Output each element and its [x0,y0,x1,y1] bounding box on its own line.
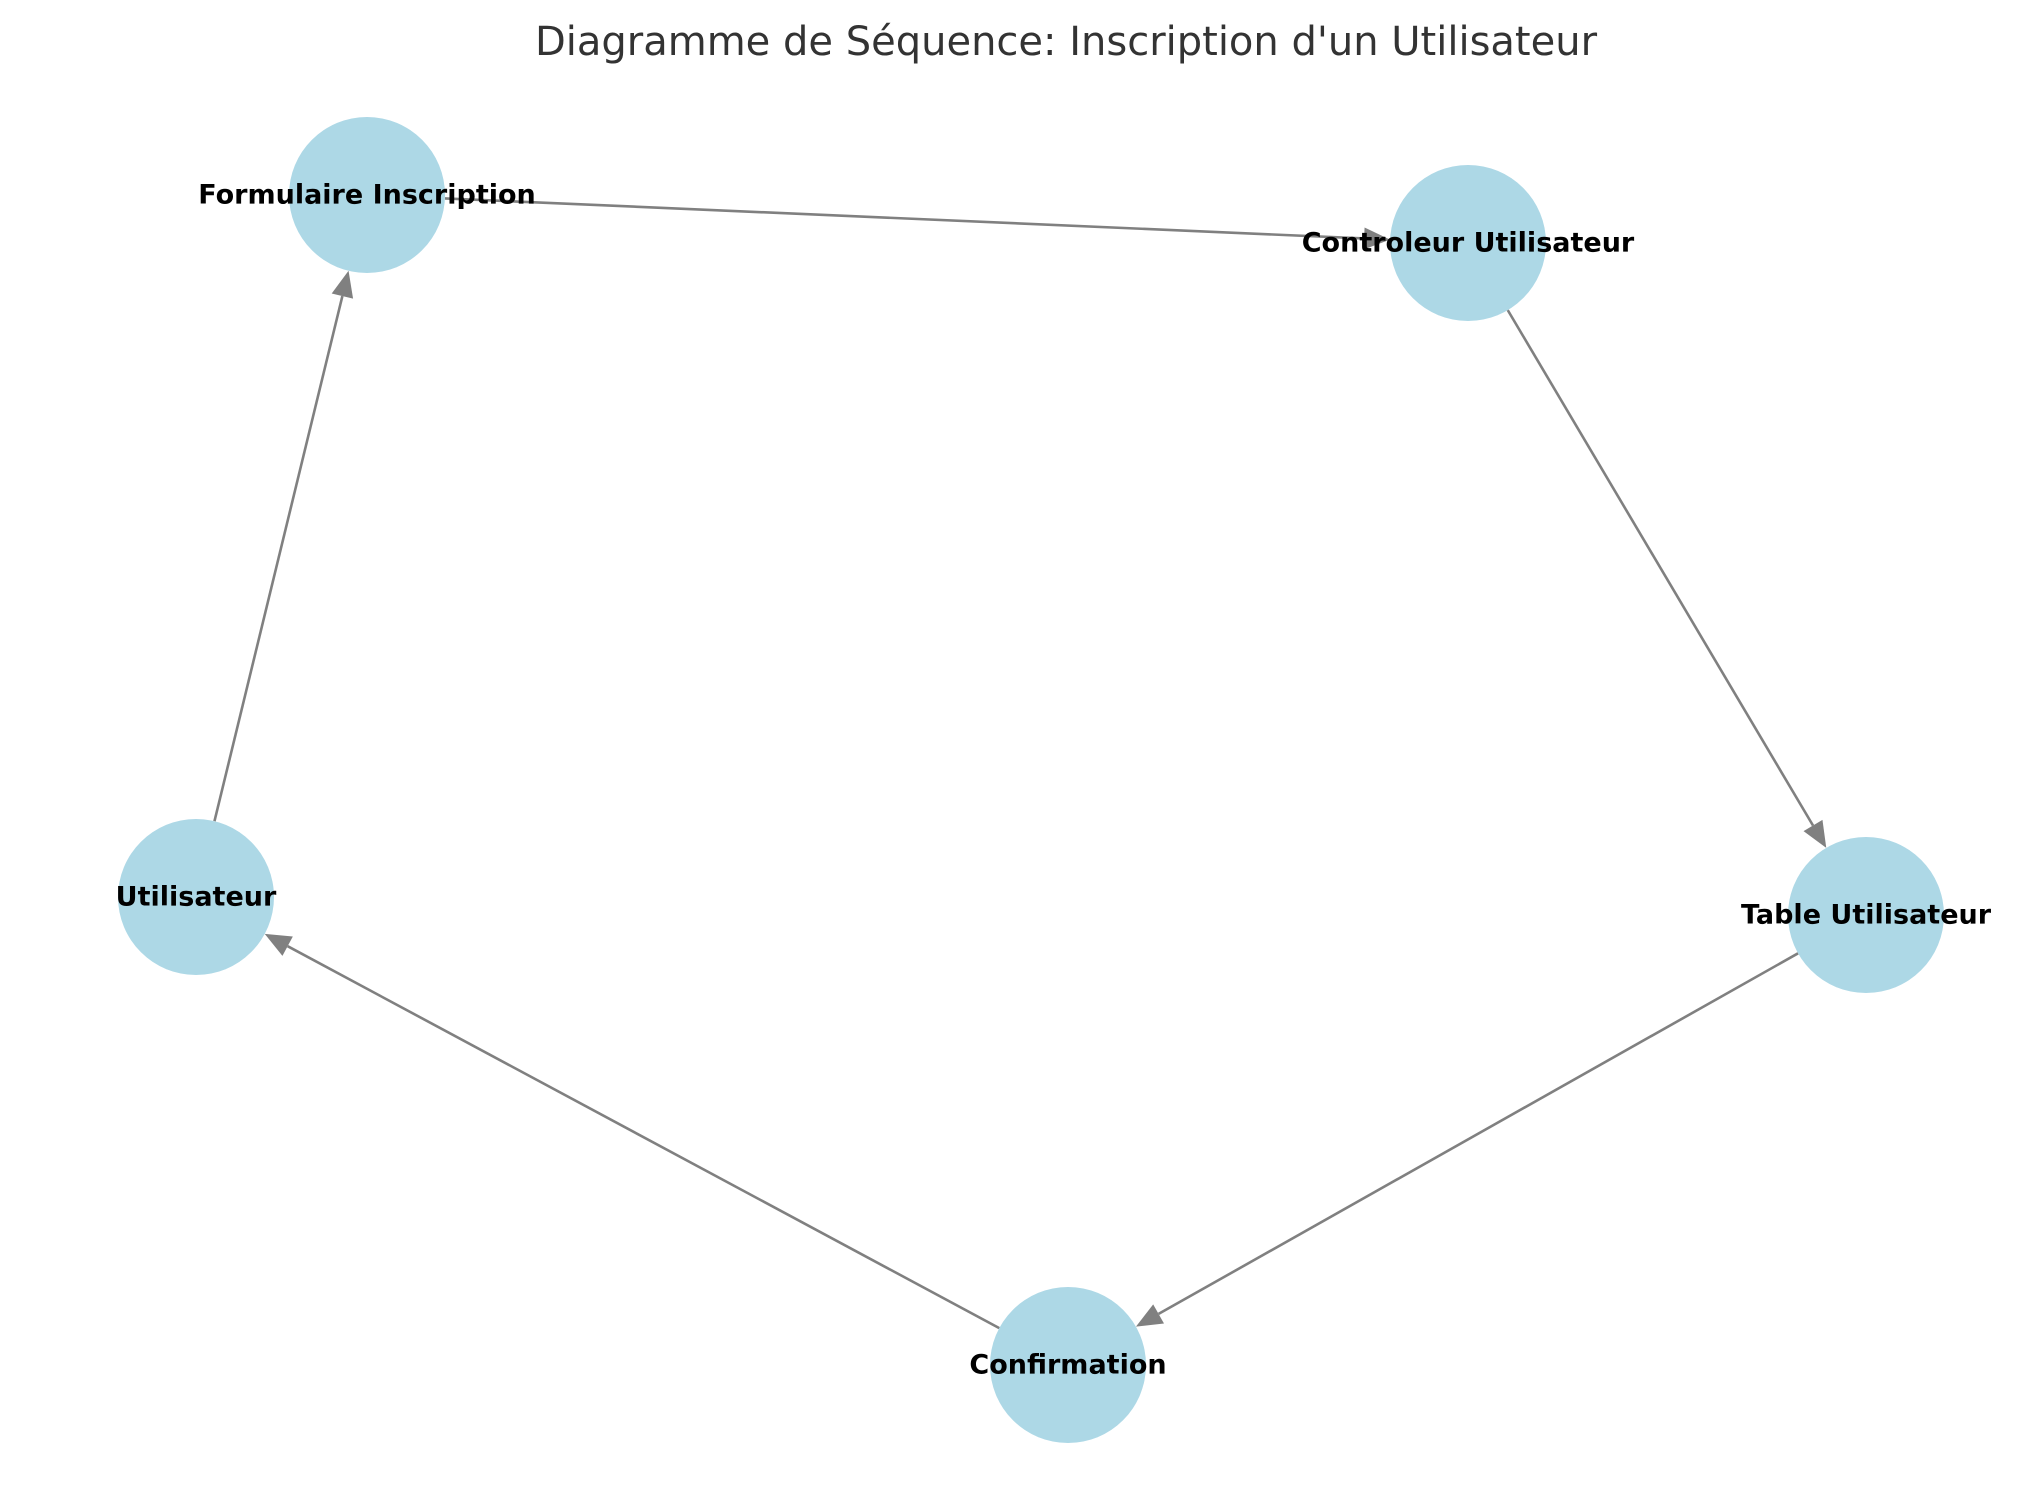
node-circle [1390,165,1546,321]
edge-line [444,197,1365,240]
edge-line [1506,309,1815,827]
node-controleur: Controleur Utilisateur [1302,165,1635,321]
diagram-title: Diagramme de Séquence: Inscription d'un … [535,19,1598,65]
edges-layer [213,197,1827,1330]
node-confirmation: Confirmation [969,1287,1167,1443]
edge-line [213,295,344,822]
edge-line [1157,952,1799,1316]
node-label: Utilisateur [116,882,277,913]
node-formulaire: Formulaire Inscription [198,117,536,273]
arrowhead-icon [1803,819,1827,848]
node-circle [118,819,274,975]
edge-table-to-confirmation [1135,952,1799,1327]
edge-controleur-to-table [1506,309,1827,848]
node-table: Table Utilisateur [1741,837,1992,993]
node-label: Formulaire Inscription [198,180,536,211]
node-label: Confirmation [969,1350,1166,1381]
arrowhead-icon [331,270,354,299]
node-circle [990,1287,1146,1443]
edge-formulaire-to-controleur [444,197,1391,250]
node-label: Controleur Utilisateur [1302,228,1635,259]
arrowhead-icon [1135,1304,1164,1327]
arrowhead-icon [1363,227,1391,250]
node-circle [289,117,445,273]
node-circle [1788,837,1944,993]
edge-utilisateur-to-formulaire [213,270,354,822]
node-label: Table Utilisateur [1741,900,1992,931]
arrowhead-icon [264,933,293,956]
edge-line [287,945,1000,1330]
edge-confirmation-to-utilisateur [264,933,1000,1330]
node-utilisateur: Utilisateur [116,819,277,975]
